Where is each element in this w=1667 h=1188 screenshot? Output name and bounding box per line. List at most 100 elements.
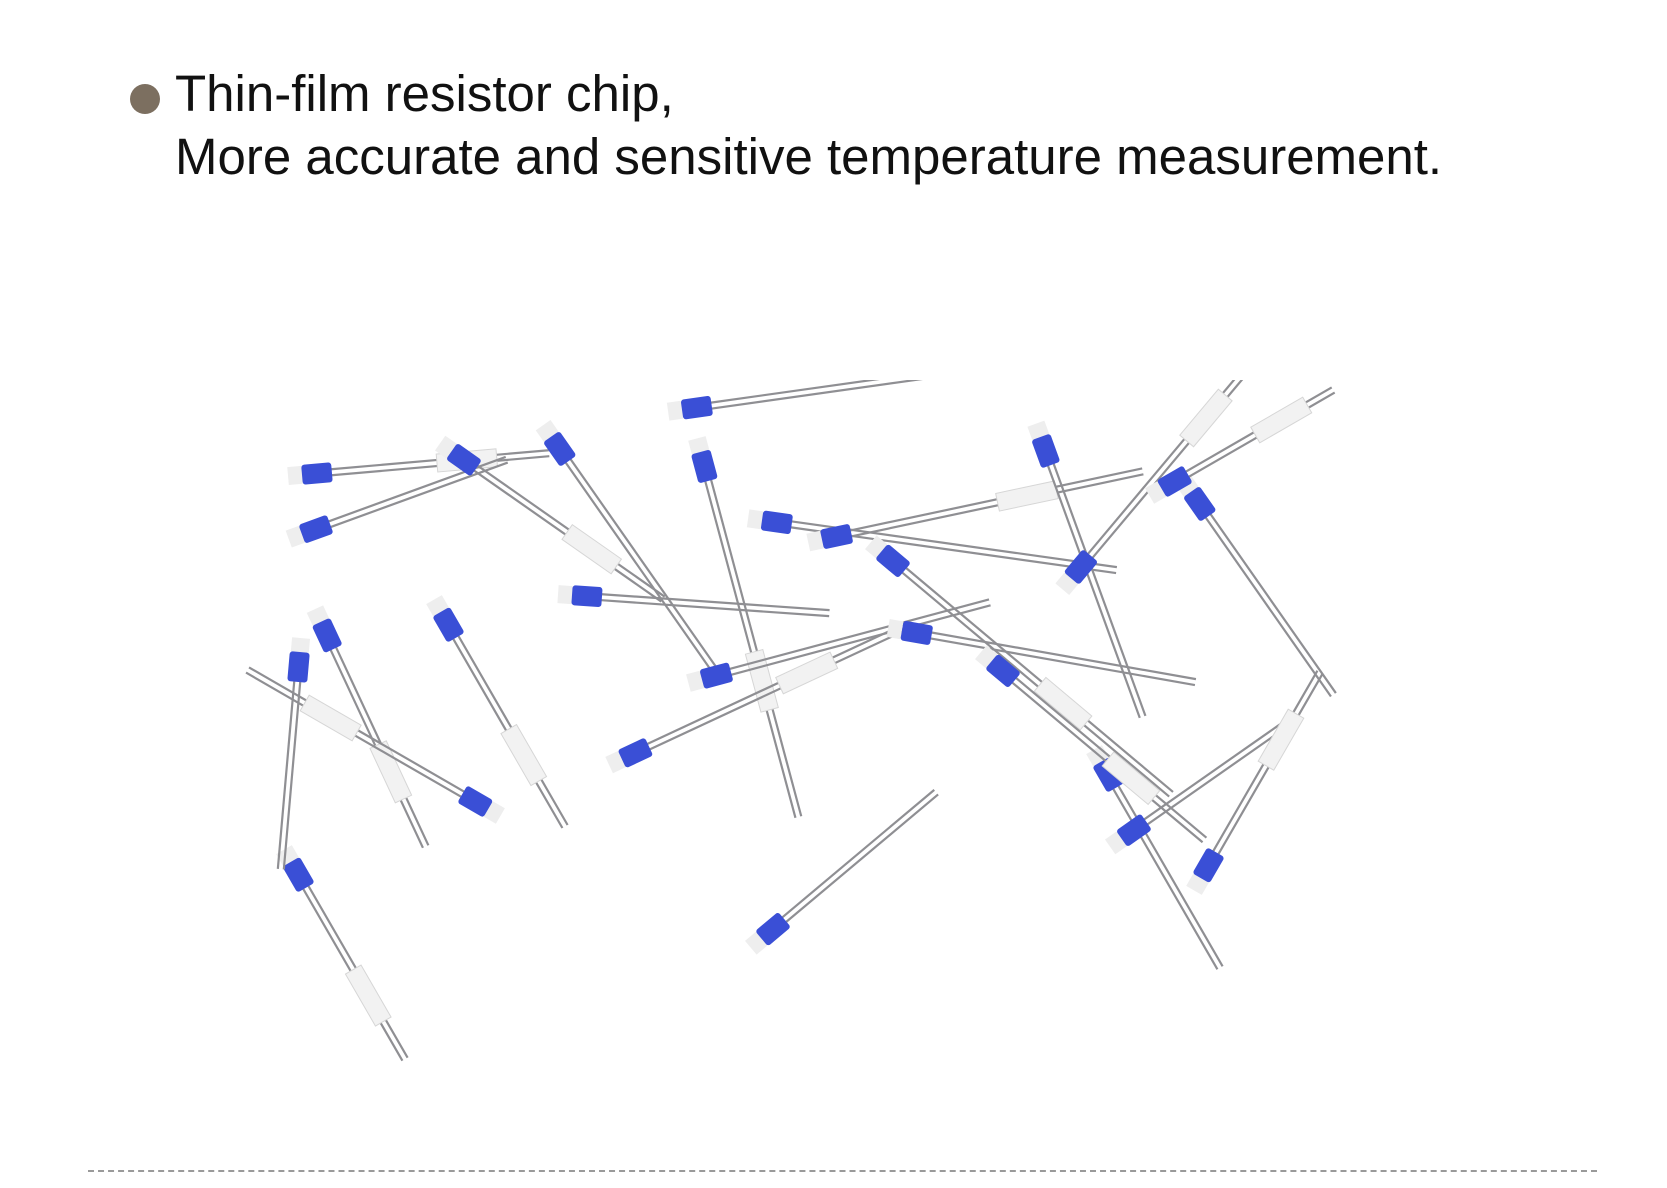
footer-divider (88, 1170, 1597, 1172)
resistor-chip (535, 420, 726, 684)
resistor-chip (245, 666, 505, 824)
chip-body (447, 444, 481, 476)
chip-tip (688, 436, 710, 455)
chip-body (820, 524, 853, 549)
chip-body (680, 396, 713, 420)
resistor-chip (287, 448, 550, 486)
resistor-chip (276, 845, 409, 1062)
chip-tip (557, 585, 573, 605)
chip-body (433, 607, 464, 642)
resistor-lead (709, 477, 803, 817)
insulation-sleeve (1250, 396, 1313, 444)
resistor-lead (568, 457, 726, 680)
insulation-sleeve (995, 480, 1059, 512)
chip-tip (290, 637, 311, 653)
resistor-lead (904, 566, 1174, 793)
resistor-chip (605, 621, 912, 774)
bullet-text: Thin-film resistor chip, More accurate a… (175, 62, 1442, 188)
chip-body (900, 620, 933, 645)
resistor-chip (975, 645, 1208, 844)
chip-body (1032, 434, 1060, 468)
resistor-chip (688, 436, 803, 819)
chip-body (756, 912, 790, 946)
insulation-sleeve (1179, 388, 1233, 448)
bullet-line-2: More accurate and sensitive temperature … (175, 128, 1443, 185)
chip-body (1193, 848, 1224, 883)
insulation-sleeve (1257, 708, 1305, 771)
resistor-chip (745, 789, 939, 955)
chip-body (301, 462, 333, 485)
resistor-lead (599, 598, 830, 618)
chip-tip (1186, 873, 1209, 895)
resistor-chip (306, 605, 430, 849)
chip-tip (276, 845, 299, 867)
chip-body (287, 651, 310, 683)
resistor-lead (709, 380, 938, 404)
resistor-lead (647, 626, 912, 752)
resistor-lead (848, 467, 1143, 532)
resistor-lead (276, 679, 296, 869)
resistor-lead (282, 680, 302, 870)
resistor-chip (666, 380, 939, 421)
resistor-lead (1090, 380, 1286, 560)
chip-body (876, 544, 910, 578)
chip-body (312, 618, 342, 653)
resistor-lead (600, 593, 830, 612)
chip-tip (1055, 572, 1079, 595)
chip-body (544, 432, 576, 466)
resistor-lead (709, 380, 939, 410)
chip-body (571, 585, 603, 608)
chip-tip (426, 595, 449, 617)
resistor-lead (703, 479, 797, 819)
resistor-lead (1046, 463, 1141, 719)
chip-tip (306, 605, 330, 626)
resistor-lead (1203, 515, 1332, 698)
chip-tip (1105, 831, 1127, 855)
chip-body (299, 515, 333, 543)
chip-body (283, 857, 314, 892)
chip-body (1157, 466, 1192, 497)
chip-body (1064, 550, 1098, 584)
chip-body (986, 654, 1020, 688)
resistor-lead (645, 621, 910, 746)
chip-tip (1175, 475, 1199, 497)
resistor-chip (1145, 386, 1336, 504)
resistor-lead (780, 789, 935, 920)
chip-tip (975, 645, 998, 669)
resistor-lead (1111, 786, 1219, 970)
chip-tip (605, 750, 626, 774)
chip-tip (686, 670, 705, 692)
resistor-lead (784, 793, 939, 924)
chip-tip (886, 619, 904, 640)
resistor-chip (1105, 721, 1287, 855)
chip-body (618, 738, 653, 768)
chip-body (1117, 814, 1151, 846)
chip-tip (285, 525, 305, 548)
resistor-chip (557, 585, 830, 618)
chip-body (1093, 757, 1124, 792)
insulation-sleeve (775, 651, 839, 695)
chip-tip (1145, 481, 1167, 504)
resistor-lead (729, 604, 991, 677)
resistor-chip (865, 535, 1174, 798)
insulation-sleeve (500, 723, 548, 787)
chip-tip (535, 420, 559, 442)
chip-body (691, 450, 718, 483)
insulation-sleeve (369, 740, 413, 804)
chip-tip (483, 801, 505, 824)
chip-body (760, 510, 793, 534)
resistor-chip (276, 637, 311, 870)
chip-tip (1027, 420, 1050, 440)
resistor-lead (929, 631, 1197, 681)
resistor-chip (435, 435, 666, 603)
resistor-chips-illustration (245, 380, 1337, 1062)
resistor-lead (1208, 512, 1337, 694)
chip-tip (435, 435, 457, 459)
resistor-lead (1142, 721, 1283, 822)
chip-tip (666, 400, 684, 421)
resistor-chip (1175, 475, 1337, 698)
chip-tip (746, 509, 764, 530)
resistor-chip (1055, 380, 1286, 595)
resistor-chip (1086, 745, 1224, 970)
resistor-lead (1116, 783, 1224, 967)
